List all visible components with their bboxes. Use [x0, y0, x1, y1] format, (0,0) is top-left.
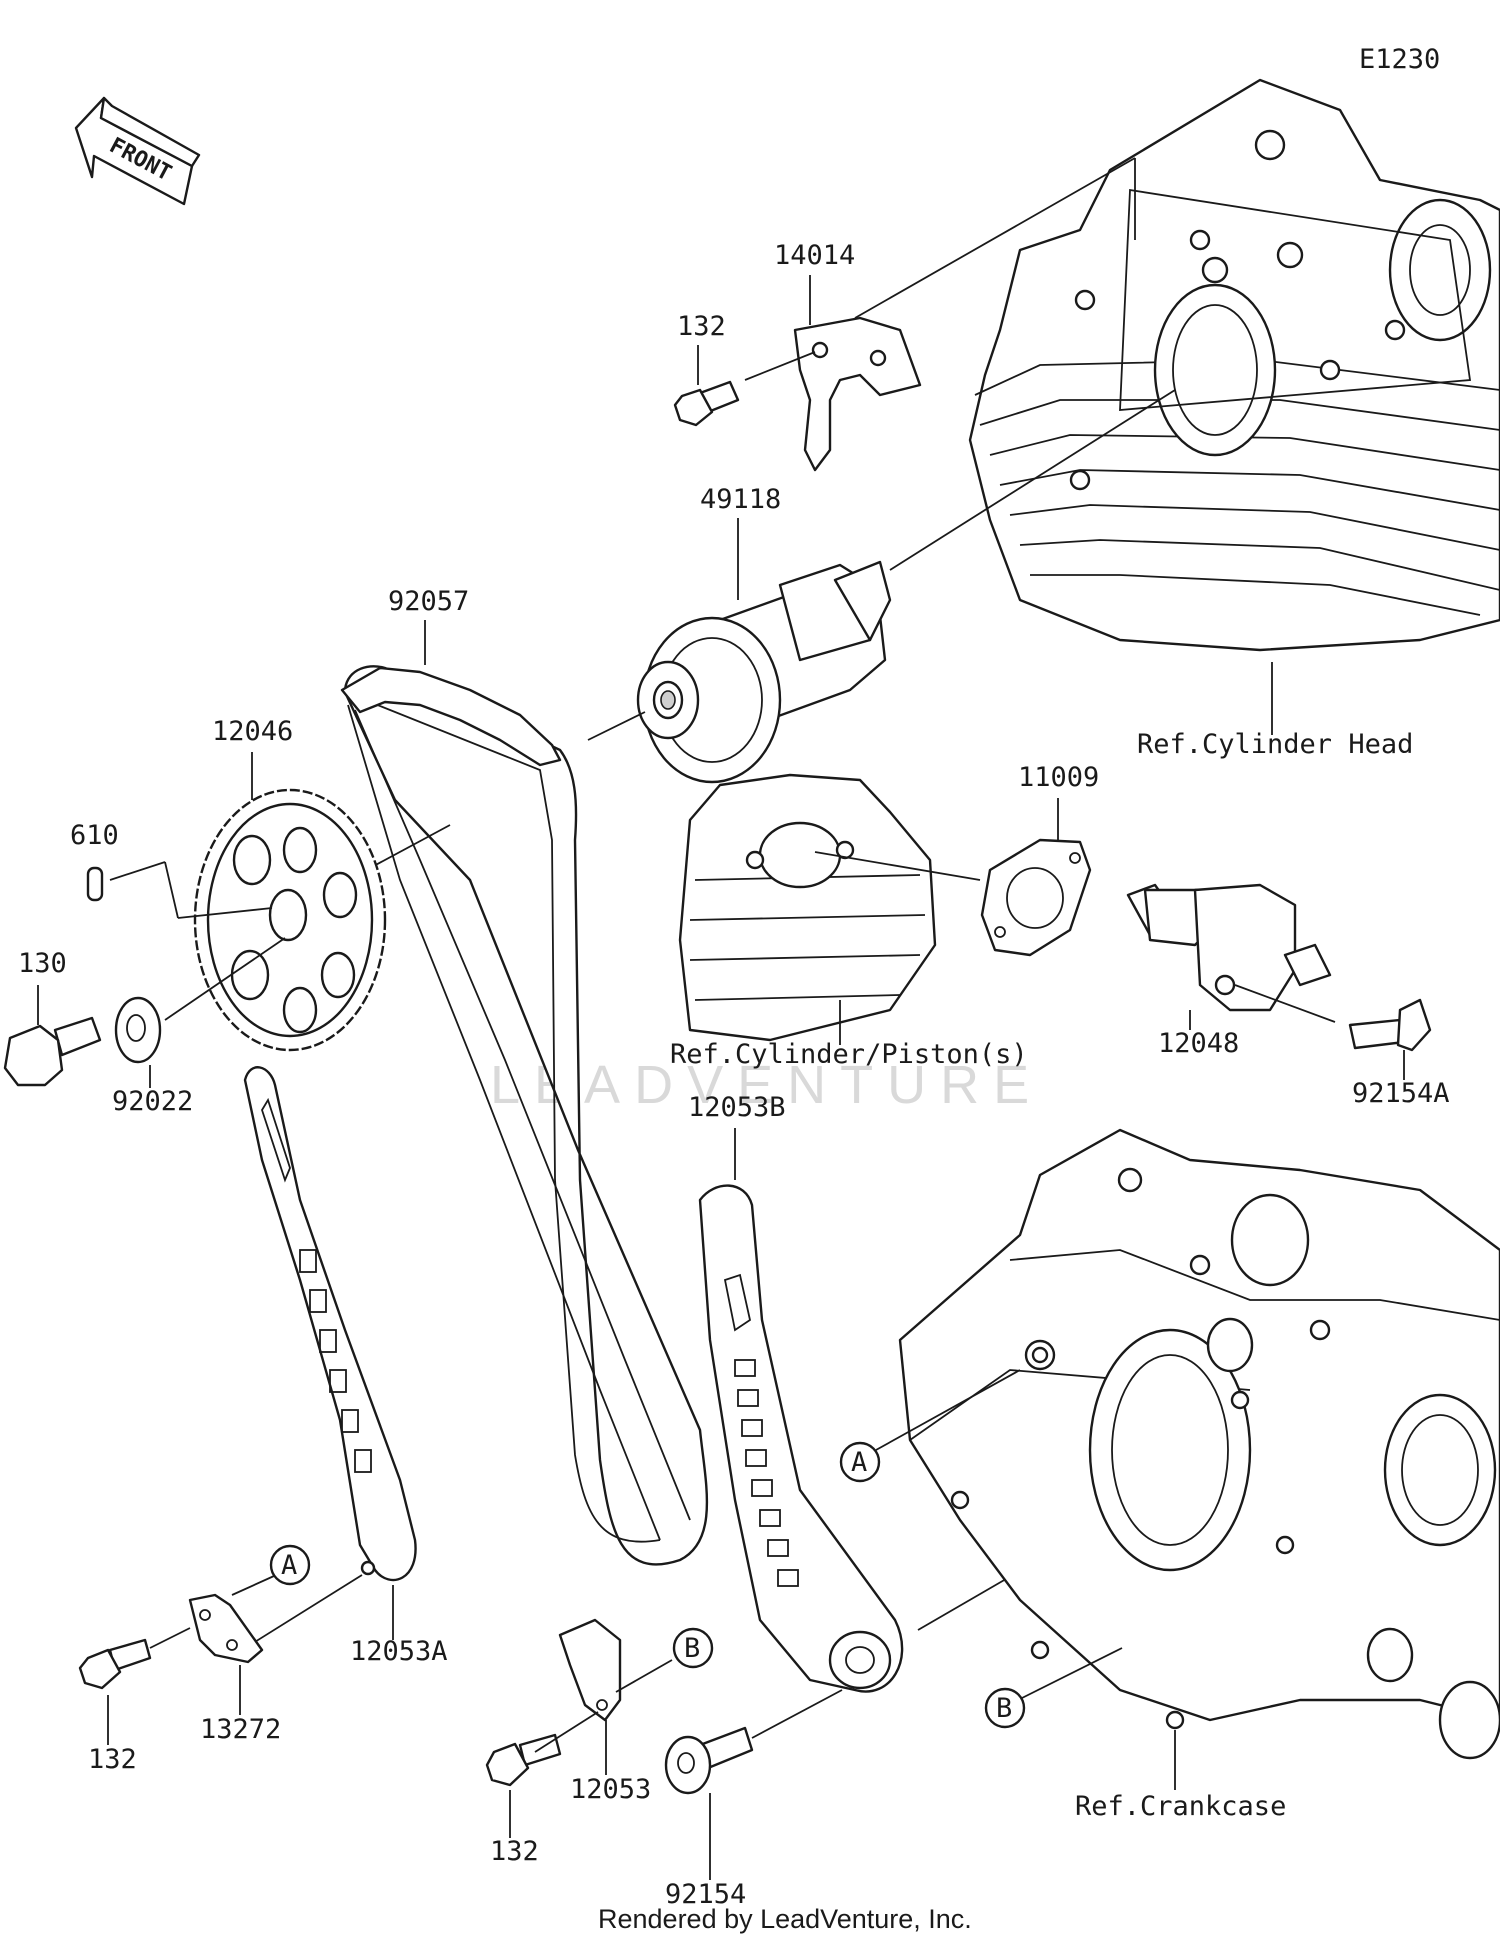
part-92022-washer: [114, 996, 162, 1064]
part-132-bolt-left: [78, 1638, 152, 1690]
label-12048: 12048: [1158, 1028, 1239, 1059]
part-14014-bracket: [793, 316, 922, 472]
part-92057-timing-chain: [340, 665, 709, 1566]
svg-text:A: A: [851, 1447, 867, 1478]
crankcase-reference: [898, 1128, 1500, 1760]
label-12046: 12046: [212, 716, 293, 747]
label-12053A: 12053A: [350, 1636, 448, 1667]
cylinder-piston-reference: [678, 773, 937, 1042]
label-92022: 92022: [112, 1086, 193, 1117]
label-11009: 11009: [1018, 762, 1099, 793]
footer-credit: Rendered by LeadVenture, Inc.: [598, 1904, 972, 1934]
svg-text:B: B: [996, 1693, 1012, 1724]
part-12053A-chain-guide: [243, 1066, 417, 1582]
label-132-left: 132: [88, 1744, 137, 1775]
label-132-bottom: 132: [490, 1836, 539, 1867]
ref-crankcase-label: Ref.Crankcase: [1075, 1791, 1286, 1822]
label-132-top: 132: [677, 311, 726, 342]
cylinder-head-reference: [968, 78, 1500, 652]
part-92154A-bolt: [1348, 998, 1432, 1052]
front-arrow-icon: FRONT: [74, 96, 201, 206]
svg-text:A: A: [281, 1550, 297, 1581]
part-132-bolt-bottom: [485, 1733, 562, 1787]
label-92057: 92057: [388, 586, 469, 617]
callout-a-left: A: [269, 1544, 311, 1586]
label-12053: 12053: [570, 1774, 651, 1805]
label-49118: 49118: [700, 484, 781, 515]
callout-b-right: B: [984, 1687, 1026, 1729]
part-610-dowel-pin: [86, 866, 104, 902]
part-92154-bolt: [664, 1726, 754, 1795]
diagram-id: E1230: [1359, 44, 1440, 75]
ref-cylinder-head-label: Ref.Cylinder Head: [1137, 729, 1413, 760]
part-132-bolt-top: [673, 380, 740, 427]
label-14014: 14014: [774, 240, 855, 271]
callout-a-right: A: [839, 1441, 881, 1483]
label-610: 610: [70, 820, 119, 851]
label-92154A: 92154A: [1352, 1078, 1450, 1109]
callout-b-left: B: [672, 1627, 714, 1669]
svg-text:B: B: [684, 1633, 700, 1664]
part-13272-plate: [188, 1593, 264, 1664]
part-11009-gasket: [980, 838, 1092, 957]
ref-cylinder-piston-label: Ref.Cylinder/Piston(s): [670, 1039, 1028, 1070]
part-12053B-chain-guide: [698, 1184, 904, 1693]
label-13272: 13272: [200, 1714, 281, 1745]
label-12053B: 12053B: [688, 1092, 786, 1123]
part-12048-tensioner: [1126, 883, 1332, 1012]
label-92154: 92154: [665, 1879, 746, 1910]
part-12053-plate: [558, 1618, 622, 1722]
part-12046-sprocket: [193, 788, 387, 1052]
label-130: 130: [18, 948, 67, 979]
part-130-bolt: [3, 1016, 102, 1087]
part-49118-camshaft: [636, 560, 892, 784]
